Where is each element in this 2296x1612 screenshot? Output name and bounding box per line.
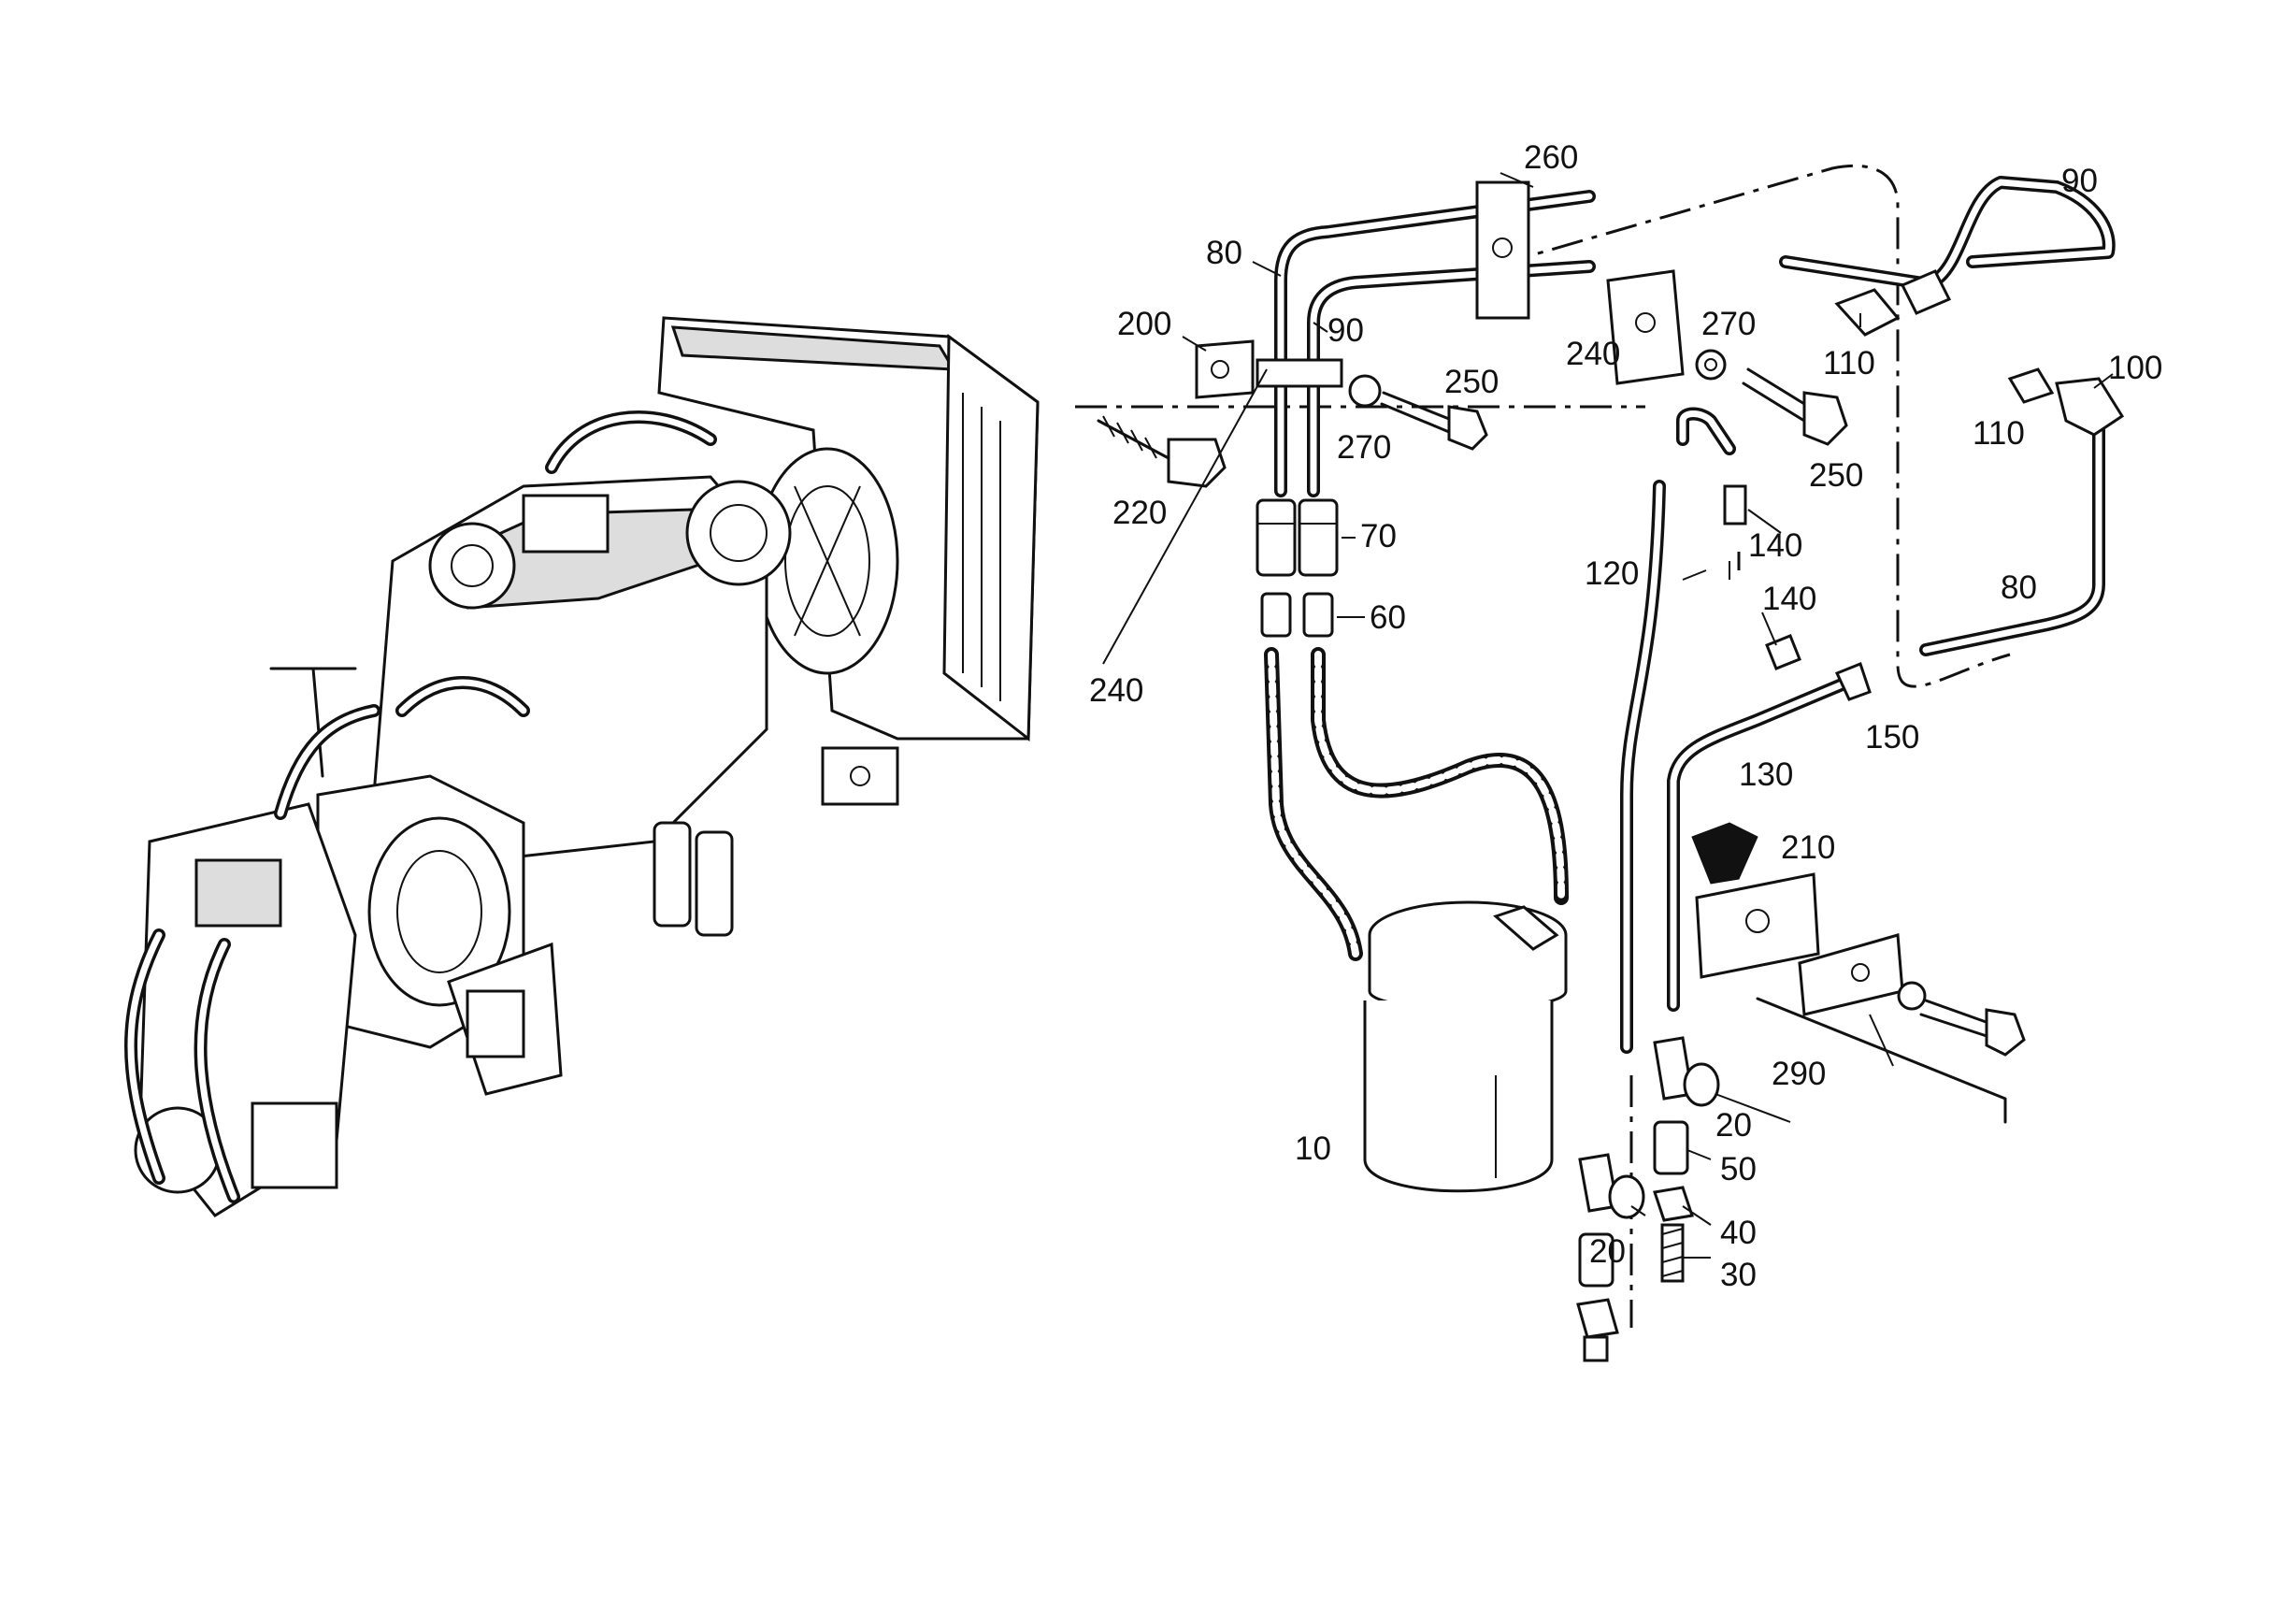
callout-250: 250: [1809, 457, 1863, 494]
callout-20: 20: [1715, 1107, 1752, 1144]
engine-assembly-illustration: [124, 316, 1040, 1217]
filter-hoses: [1264, 647, 1569, 961]
direction-arrow: [1691, 822, 1758, 885]
upper-pipe-assembly: [1274, 176, 2116, 656]
fitting-110-right: [2007, 367, 2125, 437]
callout-90: 90: [2061, 163, 2098, 199]
callout-80: 80: [2001, 569, 2037, 606]
bolt-220: [1097, 415, 1227, 488]
callout-260: 260: [1524, 139, 1578, 176]
clamp-240-upper: [1606, 269, 1685, 385]
callout-220: 220: [1112, 495, 1167, 531]
callout-270: 270: [1701, 306, 1756, 342]
end-fitting-150: [1834, 662, 1872, 701]
callout-20: 20: [1589, 1233, 1626, 1270]
callout-120: 120: [1585, 555, 1639, 592]
nut-40: [1653, 1186, 1694, 1222]
leader-lines: [1102, 172, 2114, 1259]
clamp-260: [1475, 180, 1530, 320]
fitting-70: [1256, 498, 1339, 577]
callout-240: 240: [1089, 672, 1143, 709]
banjo-fitting-20-left: [1576, 1153, 1645, 1362]
callout-110: 110: [1823, 345, 1875, 381]
callout-100: 100: [2108, 350, 2162, 386]
callout-80: 80: [1206, 235, 1242, 271]
callout-40: 40: [1720, 1215, 1757, 1251]
callout-240: 240: [1566, 336, 1620, 372]
callout-270: 270: [1337, 429, 1391, 466]
plate-210: [1695, 872, 1820, 979]
clamp-240-lower: [1798, 933, 2026, 1057]
callout-70: 70: [1360, 518, 1397, 554]
callout-30: 30: [1720, 1257, 1757, 1293]
callout-60: 60: [1370, 599, 1406, 636]
callout-90: 90: [1327, 312, 1364, 349]
pipe-120: [1620, 407, 1736, 1054]
callout-290: 290: [1772, 1056, 1826, 1092]
callout-130: 130: [1739, 756, 1793, 793]
fitting-110-upper: [1834, 269, 1952, 337]
bracket-290: [1756, 997, 2007, 1124]
callout-200: 200: [1117, 306, 1171, 342]
callout-150: 150: [1865, 719, 1919, 756]
callout-110: 110: [1973, 415, 2025, 452]
screw-30: [1660, 1223, 1685, 1283]
fitting-140-lower: [1765, 634, 1801, 670]
callout-50: 50: [1720, 1151, 1757, 1187]
bolt-250-left: [1348, 374, 1488, 451]
clamp-200: [1195, 339, 1343, 399]
callout-250: 250: [1444, 364, 1499, 400]
banjo-fitting-20-right: [1653, 1036, 1720, 1107]
callout-210: 210: [1781, 829, 1835, 866]
bolt-250-right: [1695, 349, 1848, 446]
callout-10: 10: [1295, 1130, 1331, 1167]
sleeve-50: [1653, 1120, 1689, 1175]
filter-10: [1363, 900, 1568, 1193]
fitting-140-upper: [1723, 484, 1747, 525]
callout-140: 140: [1762, 581, 1816, 617]
callout-labels: 10 20 20 30 40 50 60 70 80 80 90 90 100 …: [1089, 139, 2162, 1293]
sleeve-60: [1260, 592, 1334, 638]
pipe-130: [1667, 676, 1853, 1012]
callout-140: 140: [1748, 527, 1802, 564]
